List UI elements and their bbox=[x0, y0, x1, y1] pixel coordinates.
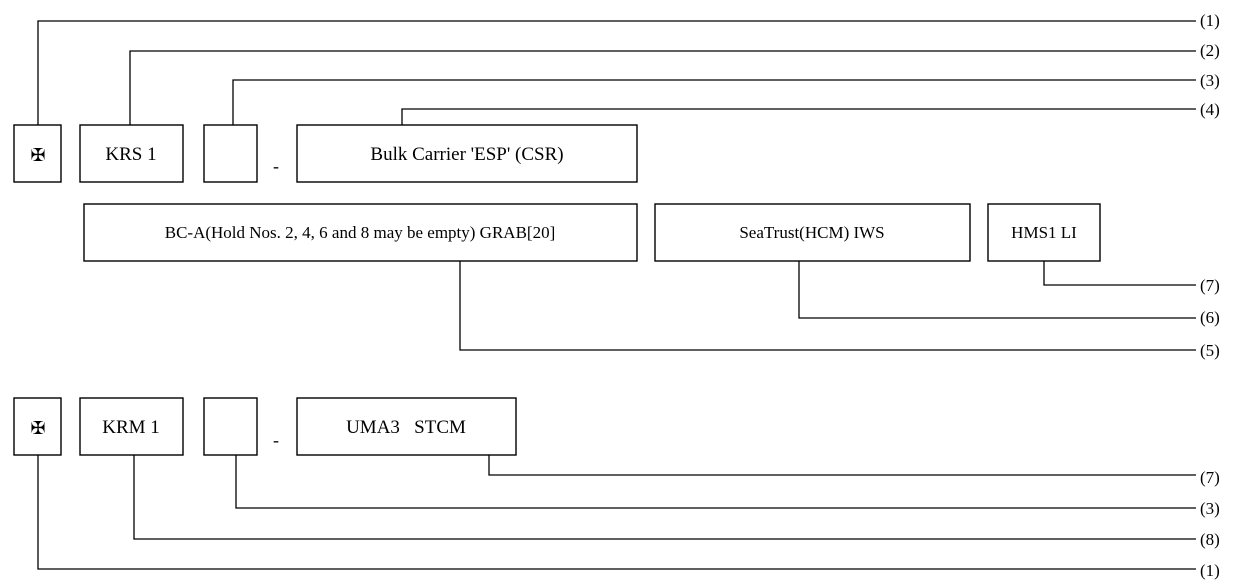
leader-line-7-bottom bbox=[488, 455, 1196, 476]
seatrust-notation: SeaTrust(HCM) IWS bbox=[739, 223, 884, 242]
leader-line-5-mid bbox=[459, 261, 1196, 351]
separator-dash-2: - bbox=[273, 430, 279, 450]
leader-line-8-bottom bbox=[133, 455, 1196, 540]
leader-line-3-top bbox=[232, 79, 1196, 125]
empty-notation-box-2 bbox=[203, 397, 258, 456]
callout-3-top: (3) bbox=[1200, 71, 1220, 90]
leader-line-1-top bbox=[37, 20, 1196, 125]
machinery-notation-group: ✠ KRM 1 - UMA3 STCM (7) (3) (8) (1) bbox=[13, 397, 1220, 580]
class-notation-box-krs bbox=[79, 124, 184, 183]
empty-notation-box-1 bbox=[203, 124, 258, 183]
leader-line-6-mid bbox=[798, 261, 1196, 319]
maltese-cross-mark-2: ✠ bbox=[30, 418, 45, 439]
callout-5-mid: (5) bbox=[1200, 341, 1220, 360]
callout-6-mid: (6) bbox=[1200, 308, 1220, 327]
class-mark-box-1 bbox=[13, 124, 62, 183]
hull-notation-group: (1) (2) (3) (4) ✠ KRS 1 - Bulk Carrier '… bbox=[13, 11, 1220, 360]
leader-line-3-bottom bbox=[235, 455, 1196, 509]
callout-7-bottom: (7) bbox=[1200, 468, 1220, 487]
class-notation-krs: KRS 1 bbox=[105, 144, 156, 165]
seatrust-box bbox=[654, 203, 971, 262]
leader-line-4-top bbox=[401, 108, 1196, 125]
maltese-cross-mark-1: ✠ bbox=[30, 145, 45, 166]
callout-4-top: (4) bbox=[1200, 100, 1220, 119]
class-notation-krm: KRM 1 bbox=[102, 417, 160, 438]
ship-type-box bbox=[296, 124, 638, 183]
leader-line-7-mid bbox=[1043, 261, 1196, 286]
callout-7-mid: (7) bbox=[1200, 276, 1220, 295]
callout-8-bottom: (8) bbox=[1200, 530, 1220, 549]
callout-1-bottom: (1) bbox=[1200, 561, 1220, 580]
machinery-notation: UMA3 STCM bbox=[346, 417, 466, 438]
leader-line-1-bottom bbox=[37, 455, 1196, 570]
ship-type-notation: Bulk Carrier 'ESP' (CSR) bbox=[370, 144, 563, 165]
class-notation-box-krm bbox=[79, 397, 184, 456]
callout-3-bottom: (3) bbox=[1200, 499, 1220, 518]
cargo-notation: BC-A(Hold Nos. 2, 4, 6 and 8 may be empt… bbox=[165, 223, 556, 242]
hms-box bbox=[987, 203, 1101, 262]
callout-1-top: (1) bbox=[1200, 11, 1220, 30]
cargo-notation-box bbox=[83, 203, 638, 262]
class-mark-box-2 bbox=[13, 397, 62, 456]
machinery-box bbox=[296, 397, 517, 456]
callout-2-top: (2) bbox=[1200, 41, 1220, 60]
leader-line-2-top bbox=[129, 50, 1196, 125]
hms-notation: HMS1 LI bbox=[1011, 223, 1077, 242]
separator-dash-1: - bbox=[273, 156, 279, 176]
